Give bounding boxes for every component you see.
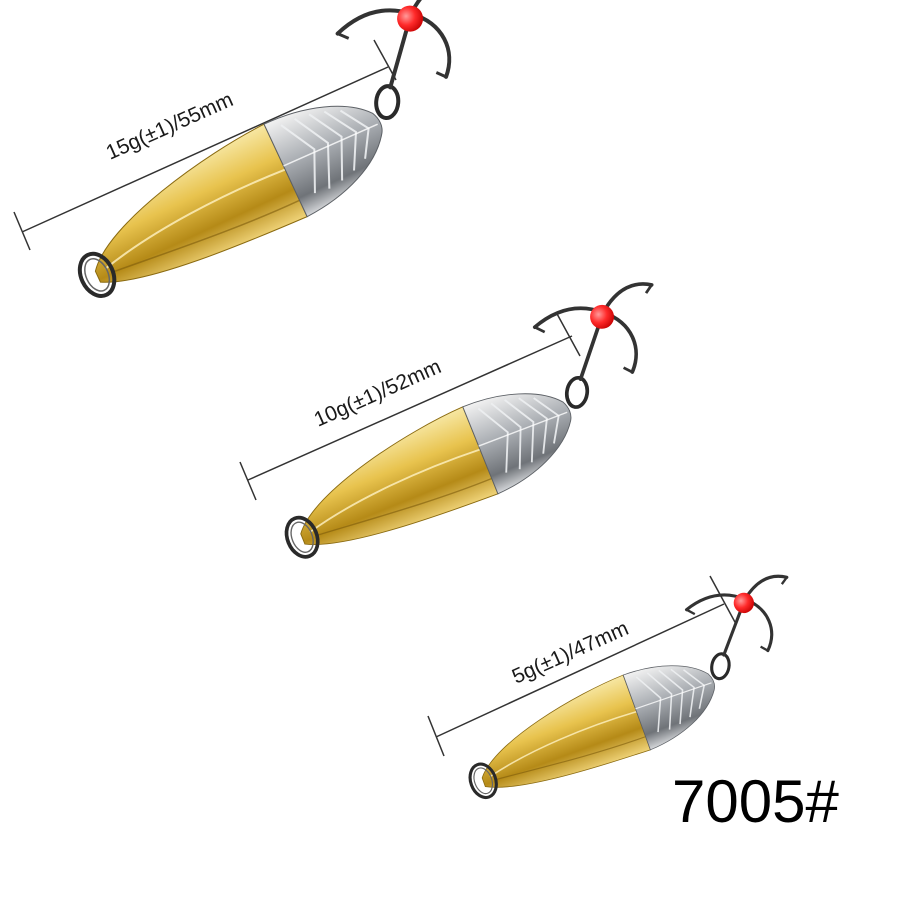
- model-code: 7005#: [672, 768, 839, 835]
- dimension-line-small: [427, 575, 737, 757]
- lure-body-medium: [244, 274, 705, 576]
- lure-medium: 10g(±1)/52mm: [239, 274, 705, 576]
- lure-body-large: [28, 0, 527, 317]
- dimension-label-medium: 10g(±1)/52mm: [311, 355, 445, 431]
- dimension-line-medium: [239, 311, 581, 501]
- dimension-label-small: 5g(±1)/47mm: [509, 617, 632, 689]
- lure-large: 15g(±1)/55mm: [13, 0, 527, 317]
